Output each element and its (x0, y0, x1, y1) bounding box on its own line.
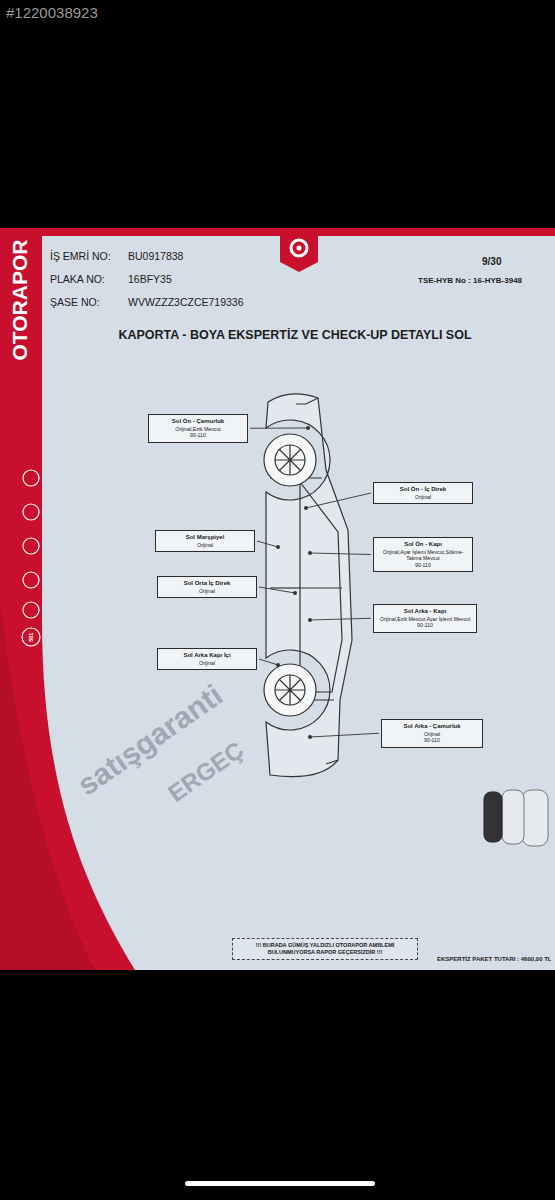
part-status: Orijinal,Ezik Mevcut (153, 426, 243, 433)
part-status: Orijinal (378, 494, 468, 501)
leader-line (306, 493, 371, 508)
paint-thickness: 90-110 (386, 737, 478, 744)
inspection-callout: Sol Orta İç DirekOrijinal (157, 576, 257, 598)
logo-ring (291, 240, 307, 256)
leader-line (310, 618, 371, 620)
inspection-callout: Sol MarşpiyelOrijinal (155, 530, 255, 552)
part-name: Sol Ön - İç Direk (378, 486, 468, 494)
part-name: Sol Arka Kapı İçi (162, 652, 252, 660)
leader-dot (276, 663, 280, 667)
leader-dot (308, 618, 312, 622)
price-note: EKSPERTİZ PAKET TUTARI : 4600,00 TL (437, 956, 551, 963)
logo-dot (297, 246, 302, 251)
field-name: PLAKA NO: (50, 273, 105, 285)
home-indicator (185, 1181, 375, 1186)
leader-line (257, 541, 278, 547)
inspection-callout: Sol Ön - KapıOrijinal,Ayar İşlemi Mevcut… (373, 537, 473, 572)
part-name: Sol Orta İç Direk (162, 580, 252, 588)
page-number: 9/30 (482, 256, 501, 268)
part-name: Sol Arka - Kapı (378, 608, 472, 616)
field-value: BU0917838 (128, 250, 183, 262)
leader-line (250, 428, 308, 429)
leader-lines (250, 426, 379, 739)
paint-thickness: 90-110 (378, 562, 468, 569)
part-status: Orijinal (386, 731, 478, 738)
part-status: Orijinal (160, 542, 250, 549)
warning-box: !!! BURADA GÜMÜŞ YALDIZLI OTORAPOR AMBLE… (232, 938, 418, 960)
part-name: Sol Arka - Çamurluk (386, 723, 478, 731)
part-name: Sol Ön - Kapı (378, 541, 468, 549)
warning-text: !!! BURADA GÜMÜŞ YALDIZLI OTORAPOR AMBLE… (239, 942, 411, 956)
leader-dot (293, 591, 297, 595)
paint-thickness: 90-110 (153, 432, 243, 439)
leader-line (310, 553, 371, 555)
logo-tab (280, 228, 318, 272)
leader-dot (308, 551, 312, 555)
part-name: Sol Ön - Çamurluk (153, 418, 243, 426)
top-strip (0, 228, 555, 236)
leader-line (259, 659, 278, 665)
part-status: Orijinal (162, 588, 252, 595)
part-status: Orijinal,Ayar İşlemi Mevcut,Sökme-Takma … (378, 549, 468, 562)
car-thumbnails (484, 790, 548, 846)
side-band (0, 228, 135, 970)
field-name: ŞASE NO: (50, 296, 100, 308)
part-status: Orijinal,Ezik Mevcut,Ayar İşlemi Mevcut (378, 616, 472, 623)
part-name: Sol Marşpiyel (160, 534, 250, 542)
inspection-callout: Sol Arka Kapı İçiOrijinal (157, 648, 257, 670)
inspection-callout: Sol Ön - ÇamurlukOrijinal,Ezik Mevcut90-… (148, 414, 248, 443)
certificate-number: TSE-HYB No : 16-HYB-3948 (418, 276, 522, 285)
paper (0, 228, 555, 970)
inspection-callout: Sol Arka - KapıOrijinal,Ezik Mevcut,Ayar… (373, 604, 477, 633)
listing-number: #1220038923 (6, 4, 98, 21)
field-value: WVWZZZ3CZCE719336 (128, 296, 244, 308)
leader-dot (276, 545, 280, 549)
leader-dot (306, 426, 310, 430)
leader-line (259, 587, 295, 593)
badge-number: 501 (28, 633, 34, 642)
brand-name: OTORAPOR (8, 240, 32, 361)
field-value: 16BFY35 (128, 273, 172, 285)
leader-dot (308, 735, 312, 739)
leader-line (310, 733, 379, 737)
car-illustration (264, 394, 352, 777)
report-title: KAPORTA - BOYA EKSPERTİZ VE CHECK-UP DET… (40, 328, 550, 342)
part-status: Orijinal (162, 660, 252, 667)
inspection-callout: Sol Arka - ÇamurlukOrijinal90-110 (381, 719, 483, 748)
leader-dot (304, 506, 308, 510)
badge-icons (22, 470, 40, 646)
field-name: İŞ EMRİ NO: (50, 250, 111, 262)
inspection-callout: Sol Ön - İç DirekOrijinal (373, 482, 473, 504)
paint-thickness: 90-110 (378, 622, 472, 629)
